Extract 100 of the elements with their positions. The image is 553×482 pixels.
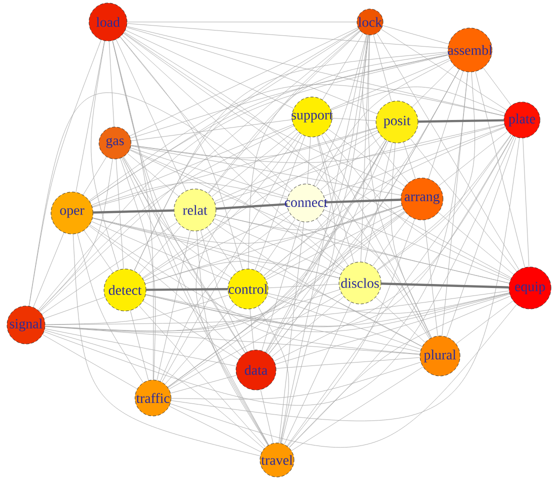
network-edge [156, 230, 191, 380]
network-edge [127, 153, 179, 197]
network-edge [44, 330, 264, 449]
network-edge [134, 52, 448, 272]
network-edge [138, 226, 182, 274]
network-edge [168, 69, 460, 388]
network-edge [281, 141, 388, 444]
network-edge [316, 60, 450, 187]
network-edge [376, 134, 512, 270]
network-edge [146, 294, 420, 352]
network-edge [123, 156, 246, 354]
network-edge [28, 40, 102, 306]
network-edge [275, 294, 510, 364]
network-edge [266, 295, 422, 350]
network-edge [376, 33, 520, 270]
network-edge [130, 119, 292, 142]
network-edge [438, 212, 514, 275]
network-edge [170, 375, 237, 394]
network-edge [268, 136, 336, 354]
network-edge [250, 308, 254, 350]
network-edge [381, 282, 509, 288]
network-edge [410, 138, 517, 272]
network-edge [124, 32, 403, 190]
network-edge [214, 124, 504, 204]
network-edge [307, 136, 311, 184]
network-edge [112, 40, 154, 380]
network-edge [424, 220, 438, 336]
network-edge [284, 302, 352, 445]
network-edge [328, 128, 406, 187]
network-edge [145, 260, 340, 284]
network-edge [120, 36, 344, 270]
network-edge [125, 30, 294, 109]
network-edge [264, 69, 460, 278]
network-edge [90, 40, 120, 270]
network-edge [93, 209, 174, 214]
network-edge [372, 216, 410, 266]
network-edge [168, 293, 342, 390]
network-edge [44, 136, 515, 405]
network-edge [380, 28, 507, 110]
network-edge [120, 158, 156, 380]
network-edge [280, 34, 368, 444]
network-edge [142, 132, 379, 278]
network-edge [126, 27, 378, 114]
network-edge [90, 54, 448, 202]
network-edge [167, 211, 406, 388]
network-edge [196, 230, 268, 446]
network-edge [122, 34, 292, 190]
network-edge [268, 292, 510, 314]
network-edge [216, 203, 287, 210]
network-edge [72, 234, 261, 456]
network-edge [196, 132, 299, 446]
network-edge [254, 136, 306, 270]
network-edge [446, 136, 516, 338]
network-edge [116, 39, 186, 191]
network-edge [214, 218, 341, 275]
network-edge [330, 58, 450, 110]
network-edge [266, 210, 405, 354]
network-edge [263, 126, 506, 276]
network-edge [142, 300, 239, 360]
network-edge [91, 124, 294, 206]
network-edge [212, 222, 422, 347]
network-edge [206, 227, 237, 272]
network-edge [169, 406, 262, 453]
network-edge [91, 221, 230, 282]
network-edge [164, 304, 235, 384]
network-edge [138, 306, 266, 448]
network-edge [130, 148, 288, 198]
network-edge [130, 146, 402, 196]
network-edge [84, 230, 114, 273]
network-edge [330, 86, 506, 114]
network-edge [412, 65, 454, 108]
network-edge [211, 129, 296, 198]
network-edge [120, 36, 243, 270]
network-edge [92, 218, 422, 347]
network-edge [130, 128, 377, 158]
network-edge [248, 30, 360, 270]
network-edge [403, 142, 416, 180]
network-edge [122, 158, 269, 446]
network-edge [208, 52, 448, 194]
network-edge [320, 136, 382, 190]
network-edge [144, 211, 289, 282]
network-edge [170, 362, 421, 400]
network-edge [145, 135, 514, 328]
network-edge [291, 366, 424, 451]
network-edge [324, 132, 512, 280]
network-edge [92, 182, 288, 207]
network-edge [126, 23, 448, 48]
network-edge [456, 300, 514, 344]
network-edge [522, 138, 530, 268]
network-edge [82, 156, 107, 196]
network-edge [170, 304, 517, 448]
network-edge [317, 136, 354, 263]
network-edge [200, 230, 248, 352]
network-edge [44, 294, 229, 325]
network-edge [28, 92, 290, 306]
network-edge [483, 68, 512, 106]
network-edge [287, 218, 415, 447]
network-edge [288, 296, 511, 448]
network-edge [316, 218, 348, 266]
network-edge [44, 328, 236, 366]
